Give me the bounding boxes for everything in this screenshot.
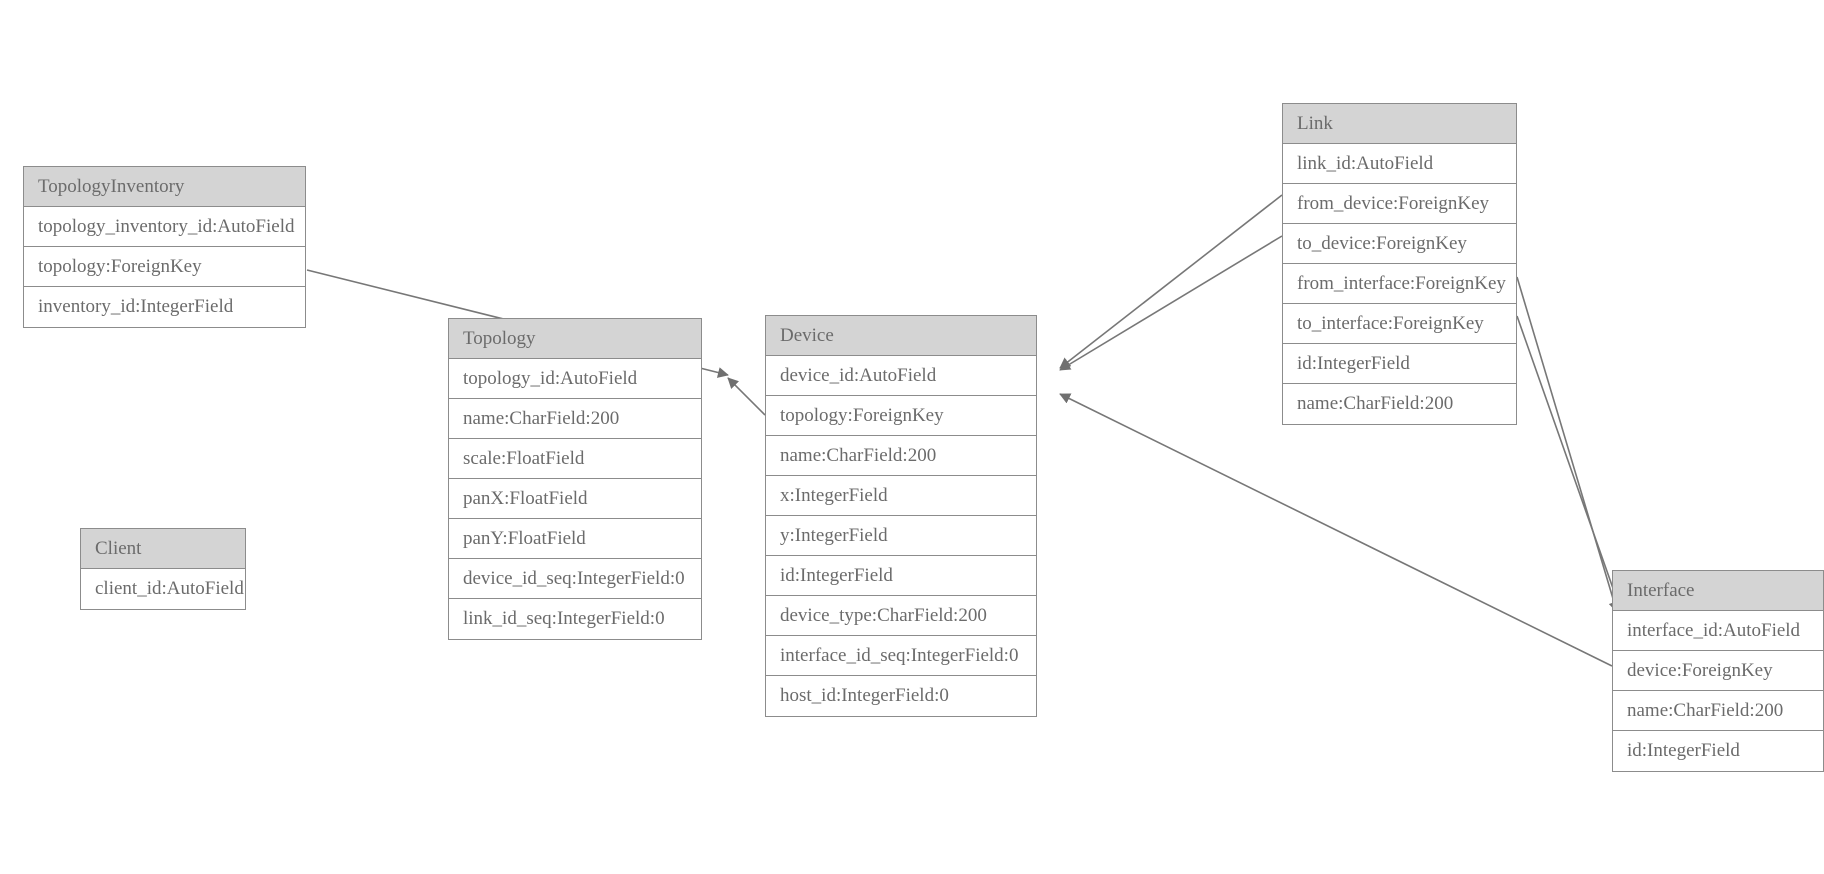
attribute-row: device_id_seq:IntegerField:0 [449,559,701,599]
attribute-list: link_id:AutoField from_device:ForeignKey… [1283,144,1516,424]
attribute-row: to_interface:ForeignKey [1283,304,1516,344]
entity-topologyinventory[interactable]: TopologyInventory topology_inventory_id:… [23,166,306,328]
attribute-row: from_interface:ForeignKey [1283,264,1516,304]
attribute-row: x:IntegerField [766,476,1036,516]
attribute-list: client_id:AutoField [81,569,245,609]
attribute-row: id:IntegerField [1283,344,1516,384]
attribute-row: name:CharField:200 [1613,691,1823,731]
attribute-row: interface_id_seq:IntegerField:0 [766,636,1036,676]
attribute-row: topology_id:AutoField [449,359,701,399]
entity-title: Interface [1613,571,1823,611]
attribute-row: panY:FloatField [449,519,701,559]
attribute-row: host_id:IntegerField:0 [766,676,1036,716]
attribute-row: y:IntegerField [766,516,1036,556]
attribute-row: device_type:CharField:200 [766,596,1036,636]
attribute-row: link_id_seq:IntegerField:0 [449,599,701,639]
attribute-row: topology:ForeignKey [24,247,305,287]
attribute-row: topology_inventory_id:AutoField [24,207,305,247]
edge-link-to-interface [1516,315,1623,612]
entity-interface[interactable]: Interface interface_id:AutoField device:… [1612,570,1824,772]
entity-title: Client [81,529,245,569]
edge-link-from-interface [1516,276,1620,613]
attribute-row: name:CharField:200 [766,436,1036,476]
attribute-row: id:IntegerField [766,556,1036,596]
entity-title: TopologyInventory [24,167,305,207]
attribute-row: to_device:ForeignKey [1283,224,1516,264]
entity-client[interactable]: Client client_id:AutoField [80,528,246,610]
attribute-row: link_id:AutoField [1283,144,1516,184]
attribute-row: device_id:AutoField [766,356,1036,396]
attribute-row: client_id:AutoField [81,569,245,609]
edge-link-to-device [1059,235,1283,371]
edge-device-topology [727,377,766,416]
attribute-list: device_id:AutoField topology:ForeignKey … [766,356,1036,716]
edge-link-from-device [1059,194,1283,369]
entity-device[interactable]: Device device_id:AutoField topology:Fore… [765,315,1037,717]
entity-link[interactable]: Link link_id:AutoField from_device:Forei… [1282,103,1517,425]
attribute-list: topology_id:AutoField name:CharField:200… [449,359,701,639]
attribute-list: topology_inventory_id:AutoField topology… [24,207,305,327]
entity-title: Link [1283,104,1516,144]
entity-title: Device [766,316,1036,356]
attribute-row: name:CharField:200 [449,399,701,439]
entity-title: Topology [449,319,701,359]
attribute-row: device:ForeignKey [1613,651,1823,691]
attribute-row: from_device:ForeignKey [1283,184,1516,224]
attribute-row: scale:FloatField [449,439,701,479]
attribute-list: interface_id:AutoField device:ForeignKey… [1613,611,1823,771]
attribute-row: interface_id:AutoField [1613,611,1823,651]
attribute-row: name:CharField:200 [1283,384,1516,424]
attribute-row: id:IntegerField [1613,731,1823,771]
attribute-row: panX:FloatField [449,479,701,519]
edge-interface-device [1059,393,1613,667]
entity-topology[interactable]: Topology topology_id:AutoField name:Char… [448,318,702,640]
attribute-row: inventory_id:IntegerField [24,287,305,327]
attribute-row: topology:ForeignKey [766,396,1036,436]
